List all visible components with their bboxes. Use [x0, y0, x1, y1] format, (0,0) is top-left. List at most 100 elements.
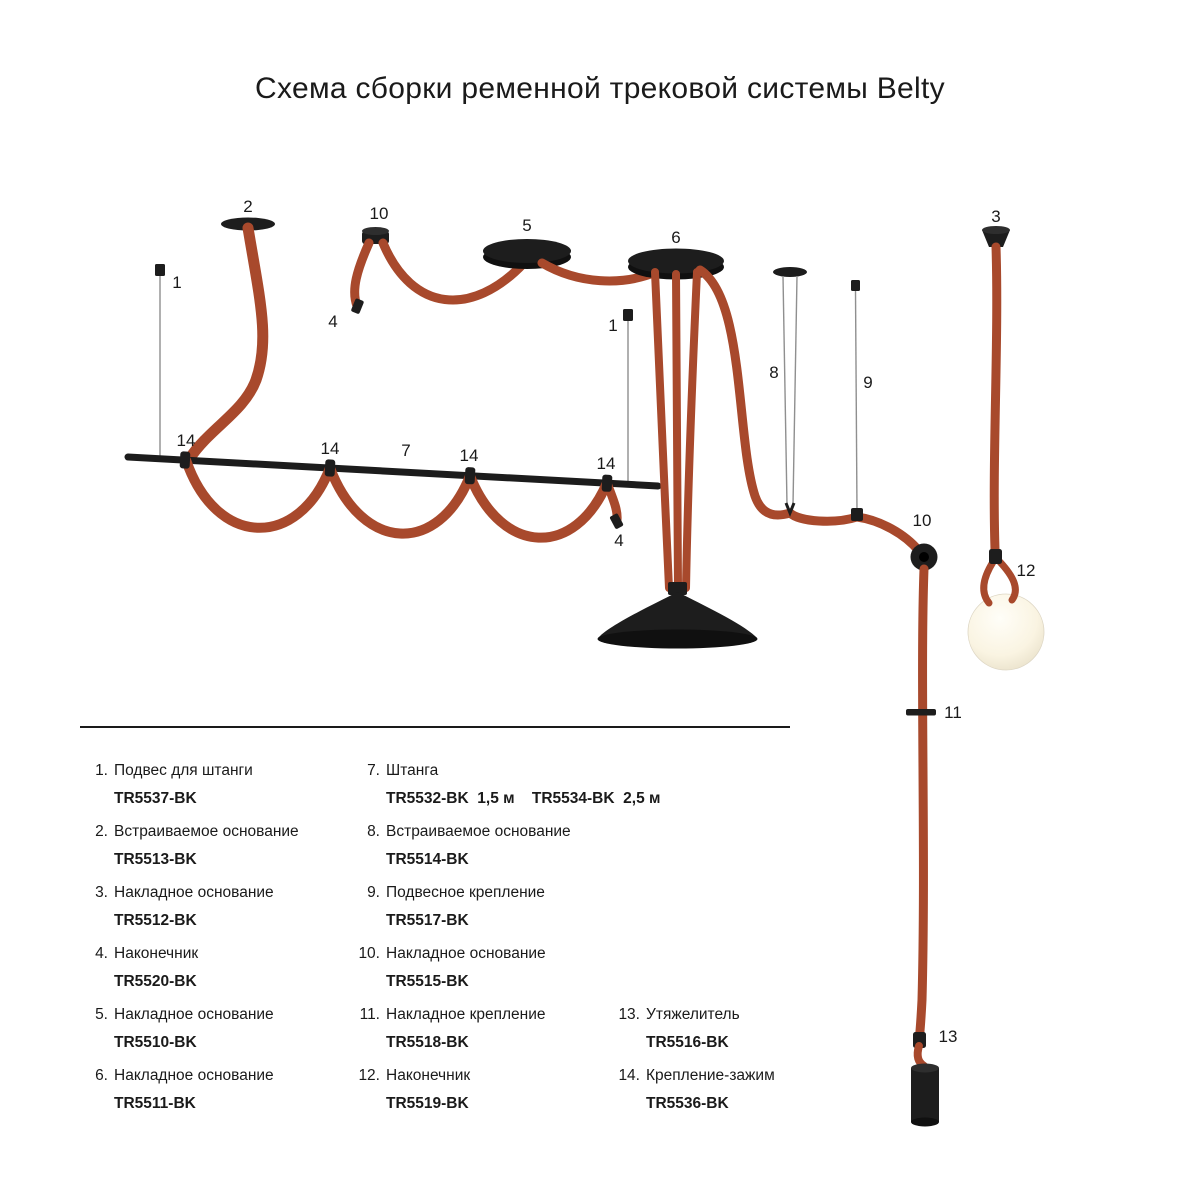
part-number: 9.	[367, 884, 380, 901]
callout-14-c: 14	[460, 446, 479, 465]
part-name: Утяжелитель	[646, 1006, 740, 1023]
part-item-5: 5. Накладное основание TR5510-BK	[80, 1001, 352, 1057]
belt-tip-12	[989, 549, 1002, 564]
part-number: 1.	[95, 762, 108, 779]
part-item-10: 10.Накладное основание TR5515-BK	[352, 940, 612, 996]
page-title: Схема сборки ременной трековой системы B…	[255, 72, 945, 105]
surface-base-3	[982, 230, 1010, 247]
callout-10-top: 10	[370, 204, 389, 223]
belt-swags	[181, 455, 624, 543]
parts-list: 1. Подвес для штанги TR5537-BK 2. Встраива…	[80, 757, 775, 1123]
part-number: 13.	[618, 1006, 640, 1023]
belt-tip-4-top	[351, 298, 364, 314]
part-item-14: 14. Крепление-зажим TR5536-BK	[612, 1062, 775, 1118]
parts-column-3: 13. Утяжелитель TR5516-BK 14. Крепление-за…	[612, 757, 775, 1123]
part-number: 6.	[95, 1067, 108, 1084]
part-name: Встраиваемое основание	[386, 823, 571, 840]
part-name: Подвесное крепление	[386, 884, 545, 901]
part-item-1: 1. Подвес для штанги TR5537-BK	[80, 757, 352, 813]
legend-divider	[80, 726, 790, 728]
surface-base-10-right	[910, 543, 938, 571]
part-item-8: 8. Встраиваемое основание TR5514-BK	[352, 818, 612, 874]
callout-8: 8	[769, 363, 778, 382]
callout-10-right: 10	[913, 511, 932, 530]
vertical-belt-assembly	[906, 564, 939, 1127]
part-name: Накладное крепление	[386, 1006, 546, 1023]
part-code: TR5512-BK	[114, 912, 197, 929]
callout-2: 2	[243, 197, 252, 216]
pendant-mount-9	[851, 280, 863, 521]
callout-6: 6	[671, 228, 680, 247]
callouts: 1 2 10 4 5 6 1 8 9 3 14 14 7 14 14 4 10 …	[172, 197, 1035, 1046]
part-number: 12.	[358, 1067, 380, 1084]
part-number: 10.	[358, 945, 380, 962]
callout-4-right: 4	[614, 531, 623, 550]
part-name: Накладное основание	[114, 884, 274, 901]
callout-1-left: 1	[172, 273, 181, 292]
part-code: TR5520-BK	[114, 973, 197, 990]
rod-hanger-left	[155, 264, 165, 458]
part-code: TR5519-BK	[386, 1095, 469, 1112]
part-item-12: 12. Наконечник TR5519-BK	[352, 1062, 612, 1118]
part-item-7: 7. Штанга TR5532-BK 1,5 м TR5534-BK 2,5 м	[352, 757, 661, 813]
recessed-base-2	[184, 217, 275, 464]
weight-13	[911, 1063, 939, 1127]
callout-9: 9	[863, 373, 872, 392]
callout-14-b: 14	[321, 439, 340, 458]
part-number: 5.	[95, 1006, 108, 1023]
part-item-11: 11. Накладное крепление TR5518-BK	[352, 1001, 612, 1057]
part-number: 7.	[367, 762, 380, 779]
part-code: TR5536-BK	[646, 1095, 729, 1112]
part-code: TR5537-BK	[114, 790, 197, 807]
callout-14-a: 14	[177, 431, 196, 450]
callout-5: 5	[522, 216, 531, 235]
part-name: Накладное основание	[114, 1067, 274, 1084]
globe-lamp	[967, 593, 1045, 671]
part-number: 8.	[367, 823, 380, 840]
belt-tip-4-right	[610, 513, 624, 529]
parts-column-2: 7. Штанга TR5532-BK 1,5 м TR5534-BK 2,5 м…	[352, 757, 661, 1123]
part-code: TR5515-BK	[386, 973, 469, 990]
part-code: TR5511-BK	[114, 1095, 196, 1112]
globe-pendant	[967, 226, 1045, 671]
callout-12: 12	[1017, 561, 1036, 580]
part-name: Подвес для штанги	[114, 762, 253, 779]
part-item-6: 6. Накладное основание TR5511-BK	[80, 1062, 352, 1118]
part-item-13: 13. Утяжелитель TR5516-BK	[612, 1001, 775, 1057]
clamps-14	[179, 451, 613, 492]
part-code: TR5516-BK	[646, 1034, 729, 1051]
part-code: TR5518-BK	[386, 1034, 469, 1051]
rod-7	[124, 453, 662, 490]
part-number: 14.	[618, 1067, 640, 1084]
part-number: 11.	[359, 1006, 380, 1023]
part-item-3: 3. Накладное основание TR5512-BK	[80, 879, 352, 935]
part-number: 2.	[95, 823, 108, 840]
callout-3: 3	[991, 207, 1000, 226]
part-name: Штанга	[386, 762, 439, 779]
callout-7: 7	[401, 441, 410, 460]
part-name: Крепление-зажим	[646, 1067, 775, 1084]
part-code: TR5513-BK	[114, 851, 197, 868]
part-code: TR5532-BK 1,5 м TR5534-BK 2,5 м	[386, 790, 661, 807]
part-code: TR5510-BK	[114, 1034, 197, 1051]
part-code: TR5514-BK	[386, 851, 469, 868]
part-item-4: 4.Наконечник TR5520-BK	[80, 940, 352, 996]
callout-11: 11	[944, 703, 962, 722]
part-item-2: 2. Встраиваемое основание TR5513-BK	[80, 818, 352, 874]
cone-pendant	[597, 268, 758, 649]
part-name: Наконечник	[386, 1067, 471, 1084]
belt-to-right	[695, 265, 924, 556]
part-name: Встраиваемое основание	[114, 823, 299, 840]
surface-base-10-top	[350, 227, 529, 314]
part-name: Накладное основание	[114, 1006, 274, 1023]
cone-shade	[598, 592, 757, 638]
part-name: Наконечник	[114, 945, 199, 962]
callout-13: 13	[939, 1027, 958, 1046]
rod-hanger-right	[623, 309, 633, 483]
parts-column-1: 1. Подвес для штанги TR5537-BK 2. Встраива…	[80, 757, 352, 1123]
callout-1-right: 1	[608, 316, 617, 335]
surface-clip-11	[906, 709, 936, 716]
part-number: 3.	[95, 884, 108, 901]
part-item-9: 9.Подвесное крепление TR5517-BK	[352, 879, 612, 935]
